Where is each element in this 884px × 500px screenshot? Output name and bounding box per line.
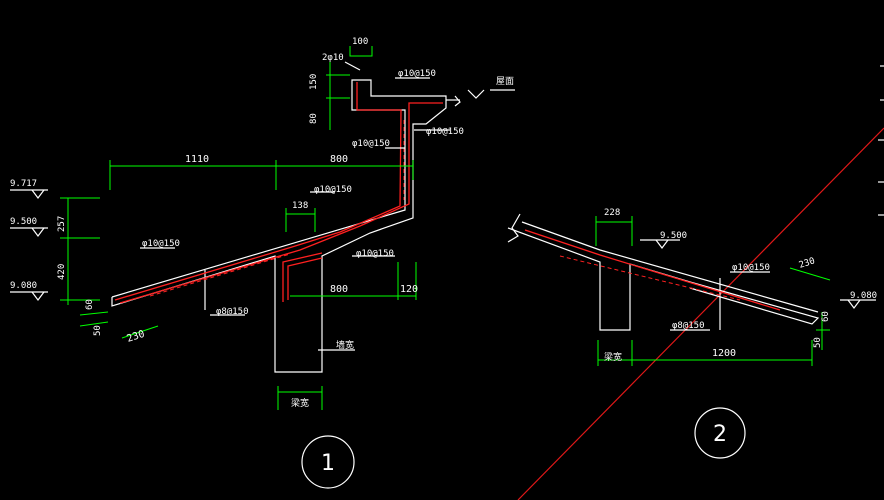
dim-1110: 1110 (185, 154, 209, 165)
right-edge-marks (878, 65, 884, 216)
section1-rebar-inner (119, 102, 443, 304)
section2-rebar-dashed (559, 255, 741, 301)
sec2-dim-1200: 1200 (712, 348, 736, 359)
dim-230: 230 (126, 329, 147, 345)
section2-dimensions (595, 216, 831, 366)
dim-800-bottom: 800 (330, 284, 348, 295)
diagonal-guide-line (517, 127, 884, 500)
section2-concrete-outline (507, 227, 820, 331)
sec2-label-wall: 梁宽 (604, 351, 622, 363)
rebar-mid2: φ10@150 (352, 139, 390, 149)
section2-top-line2 (599, 249, 819, 313)
section2-break-mark (507, 213, 521, 243)
section2-top-line (521, 221, 601, 251)
sec2-rebar-upper: φ10@150 (732, 263, 770, 273)
dim-420: 420 (57, 264, 67, 280)
label-wall: 墙宽 (336, 339, 354, 351)
dim-138: 138 (292, 201, 308, 211)
dim-80: 80 (309, 113, 319, 124)
sec2-dim-50: 50 (813, 337, 823, 348)
section2-number: 2 (713, 422, 727, 447)
rebar-top-right: φ10@150 (398, 69, 436, 79)
section1-dimensions (60, 46, 417, 410)
dim-120: 120 (400, 284, 418, 295)
section1-rebar-main (114, 82, 402, 301)
section2-leaders (640, 239, 876, 331)
section2-rebar-top (524, 229, 781, 311)
section1-break-mark (454, 95, 461, 107)
section2-label-circle (694, 407, 746, 459)
rebar-lower: φ10@150 (356, 249, 394, 259)
elev-9717: 9.717 (10, 179, 37, 189)
sec2-dim-230: 230 (798, 256, 817, 271)
elev-9080: 9.080 (10, 281, 37, 291)
section1-leaders (140, 61, 515, 351)
sec2-dim-228: 228 (604, 208, 620, 218)
section1-concrete-outline (111, 79, 447, 373)
rebar-bottom: φ8@150 (216, 307, 249, 317)
section1-label-circle (301, 435, 355, 489)
section1-rebar-dashed (149, 253, 291, 297)
rebar-2phi10: 2φ10 (322, 53, 344, 63)
dim-100: 100 (352, 37, 368, 47)
rebar-left: φ10@150 (142, 239, 180, 249)
dim-257: 257 (57, 216, 67, 232)
sec2-elev-9080: 9.080 (850, 291, 877, 301)
label-beam: 梁宽 (291, 397, 309, 409)
section1-number: 1 (321, 451, 335, 476)
sec2-rebar-lower: φ8@150 (672, 321, 705, 331)
dim-800-top: 800 (330, 154, 348, 165)
dim-60: 60 (85, 299, 95, 310)
section1-rebar-beam2 (287, 257, 323, 300)
rebar-mid1: φ10@150 (426, 127, 464, 137)
section-2 (507, 213, 876, 459)
section-1 (10, 46, 515, 489)
rebar-right-lower: φ10@150 (314, 185, 352, 195)
section1-rebar-beam (282, 252, 323, 302)
sec2-dim-60: 60 (821, 311, 831, 322)
section1-elevations (10, 89, 485, 301)
dim-150: 150 (309, 74, 319, 90)
sec2-elev-9500: 9.500 (660, 231, 687, 241)
label-wall-right: 屋面 (496, 76, 514, 87)
elev-9500: 9.500 (10, 217, 37, 227)
dim-50: 50 (93, 325, 103, 336)
